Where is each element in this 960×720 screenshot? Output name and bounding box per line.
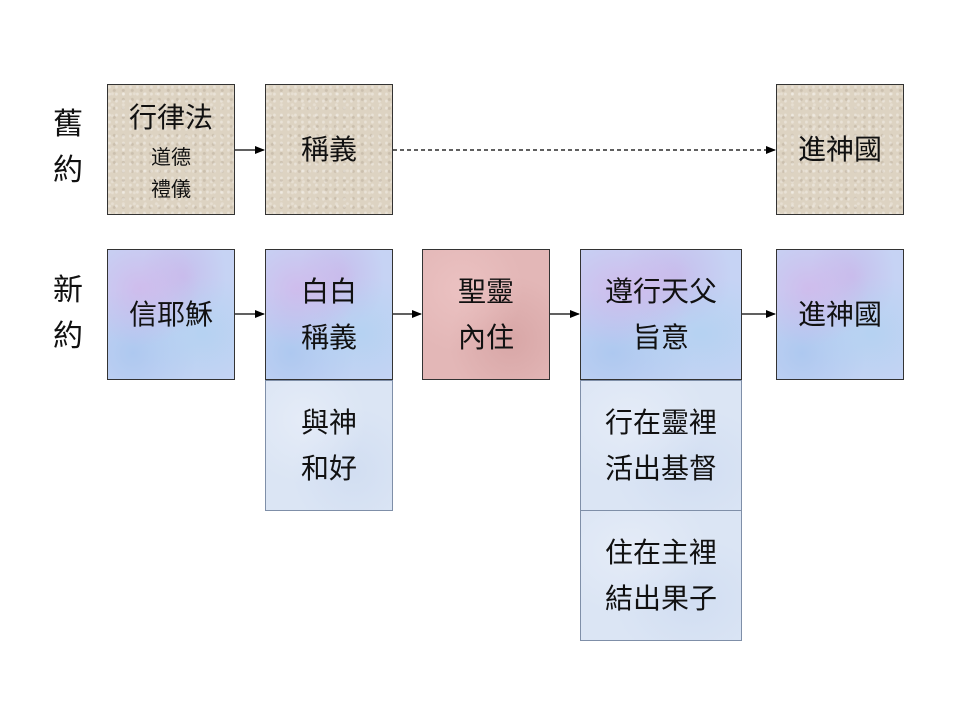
new-reconciled-line-1: 與神 xyxy=(300,405,357,439)
new-obey-box: 遵行天父 旨意 xyxy=(580,249,742,380)
new-label-char-1: 新 xyxy=(53,273,83,308)
old-law-box: 行律法 道德 禮儀 xyxy=(107,84,235,215)
old-law-sub-1: 道德 xyxy=(151,144,191,169)
new-obey-line-1: 遵行天父 xyxy=(604,274,717,308)
new-obey-line-2: 旨意 xyxy=(632,320,689,354)
new-kingdom-box: 進神國 xyxy=(776,249,904,380)
new-spirit-line-1: 聖靈 xyxy=(457,274,514,308)
old-label-char-2: 約 xyxy=(53,153,83,188)
old-justified-box: 稱義 xyxy=(265,84,393,215)
new-spirit-box: 聖靈 內住 xyxy=(422,249,550,380)
new-believe-text: 信耶穌 xyxy=(128,297,213,331)
old-covenant-label: 舊 約 xyxy=(48,102,88,194)
old-law-title: 行律法 xyxy=(128,100,213,134)
new-justified-line-1: 白白 xyxy=(300,274,357,308)
new-covenant-label: 新 約 xyxy=(48,268,88,360)
new-walk-line-2: 活出基督 xyxy=(604,451,717,485)
new-reconciled-box: 與神 和好 xyxy=(265,380,393,511)
new-believe-box: 信耶穌 xyxy=(107,249,235,380)
new-reconciled-line-2: 和好 xyxy=(300,451,357,485)
new-label-char-2: 約 xyxy=(53,319,83,354)
new-spirit-line-2: 內住 xyxy=(457,320,514,354)
new-justified-line-2: 稱義 xyxy=(300,320,357,354)
old-justified-text: 稱義 xyxy=(300,132,357,166)
new-abide-box: 住在主裡 結出果子 xyxy=(580,510,742,641)
new-walk-line-1: 行在靈裡 xyxy=(604,405,717,439)
new-abide-line-1: 住在主裡 xyxy=(604,535,717,569)
new-kingdom-text: 進神國 xyxy=(797,297,882,331)
new-justified-box: 白白 稱義 xyxy=(265,249,393,380)
old-kingdom-box: 進神國 xyxy=(776,84,904,215)
old-label-char-1: 舊 xyxy=(53,107,83,142)
old-law-sub-2: 禮儀 xyxy=(151,176,191,201)
old-kingdom-text: 進神國 xyxy=(797,132,882,166)
new-abide-line-2: 結出果子 xyxy=(604,581,717,615)
